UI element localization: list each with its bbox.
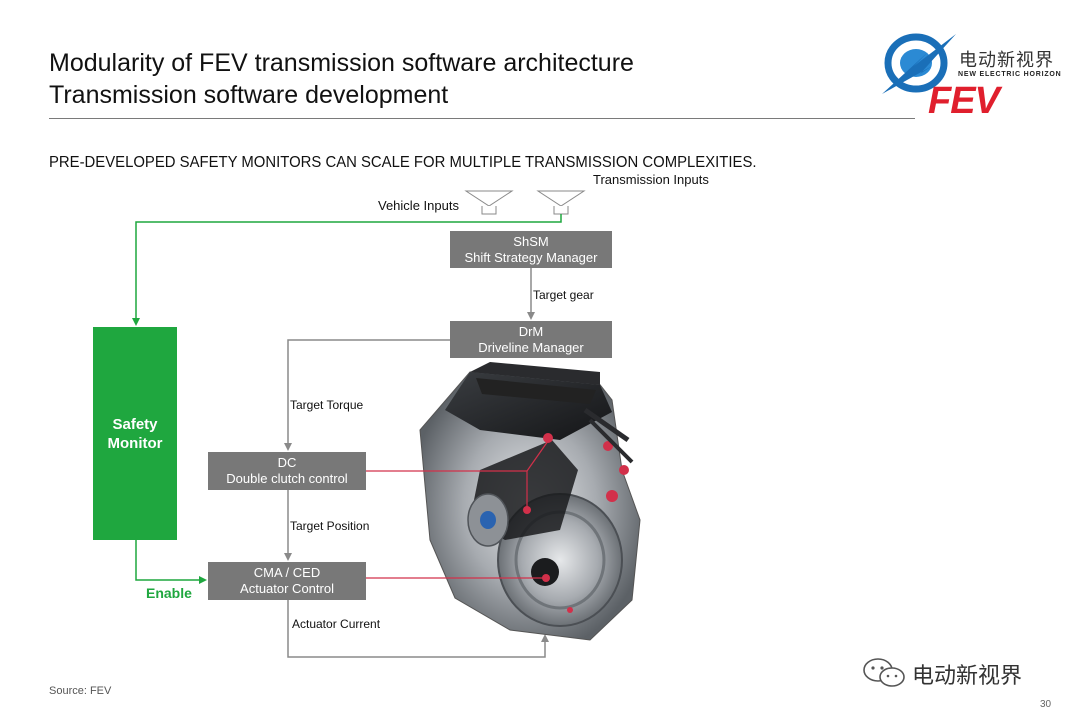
dc-box: DC Double clutch control <box>208 452 366 490</box>
drm-abbr: DrM <box>518 323 544 339</box>
logo-cn-name: 电动新视界 <box>959 50 1054 70</box>
dc-abbr: DC <box>277 455 297 470</box>
safety-line-2: Monitor <box>107 434 163 452</box>
cma-abbr: CMA / CED <box>253 565 321 580</box>
drm-name: Driveline Manager <box>478 339 584 355</box>
safety-monitor-box: Safety Monitor <box>93 327 177 540</box>
target-torque-line <box>284 339 450 451</box>
watermark-text: 电动新视界 <box>912 663 1023 688</box>
cma-pointer <box>366 574 550 582</box>
cma-box: CMA / CED Actuator Control <box>208 562 366 600</box>
transmission-illustration <box>419 362 641 641</box>
cma-name: Actuator Control <box>240 581 334 596</box>
title-divider <box>49 118 915 119</box>
logo: 电动新视界 NEW ELECTRIC HORIZON FEV <box>878 28 1068 124</box>
fev-brand: FEV <box>928 80 1000 122</box>
safety-input-line <box>132 214 562 326</box>
actuator-current-line <box>287 600 549 658</box>
target-position-label: Target Position <box>290 519 370 533</box>
transmission-input-arrow-icon <box>536 190 586 215</box>
dc-pointer <box>366 440 549 514</box>
enable-line <box>135 540 207 584</box>
enable-label: Enable <box>146 585 192 601</box>
vehicle-inputs-label: Vehicle Inputs <box>378 198 459 213</box>
transmission-inputs-label: Transmission Inputs <box>593 172 709 187</box>
dc-name: Double clutch control <box>226 471 348 486</box>
lightning-globe-icon <box>882 33 956 94</box>
shsm-box: ShSM Shift Strategy Manager <box>450 231 612 268</box>
safety-line-1: Safety <box>112 415 158 433</box>
actuator-current-label: Actuator Current <box>292 617 381 631</box>
logo-en-name: NEW ELECTRIC HORIZON <box>958 71 1062 78</box>
title-line-2: Transmission software development <box>49 81 449 109</box>
shsm-abbr: ShSM <box>513 233 549 249</box>
page-title: Modularity of FEV transmission software … <box>49 47 634 111</box>
title-line-1: Modularity of FEV transmission software … <box>49 49 634 77</box>
drm-box: DrM Driveline Manager <box>450 321 612 358</box>
headline: PRE-DEVELOPED SAFETY MONITORS CAN SCALE … <box>49 154 757 171</box>
target-torque-label: Target Torque <box>290 398 364 412</box>
source-note: Source: FEV <box>49 685 112 697</box>
wechat-icon <box>863 658 905 687</box>
watermark: 电动新视界 <box>862 656 1062 690</box>
page-number: 30 <box>1040 699 1052 710</box>
vehicle-input-arrow-icon <box>464 190 514 215</box>
shsm-name: Shift Strategy Manager <box>464 249 598 265</box>
target-gear-label: Target gear <box>533 288 594 302</box>
